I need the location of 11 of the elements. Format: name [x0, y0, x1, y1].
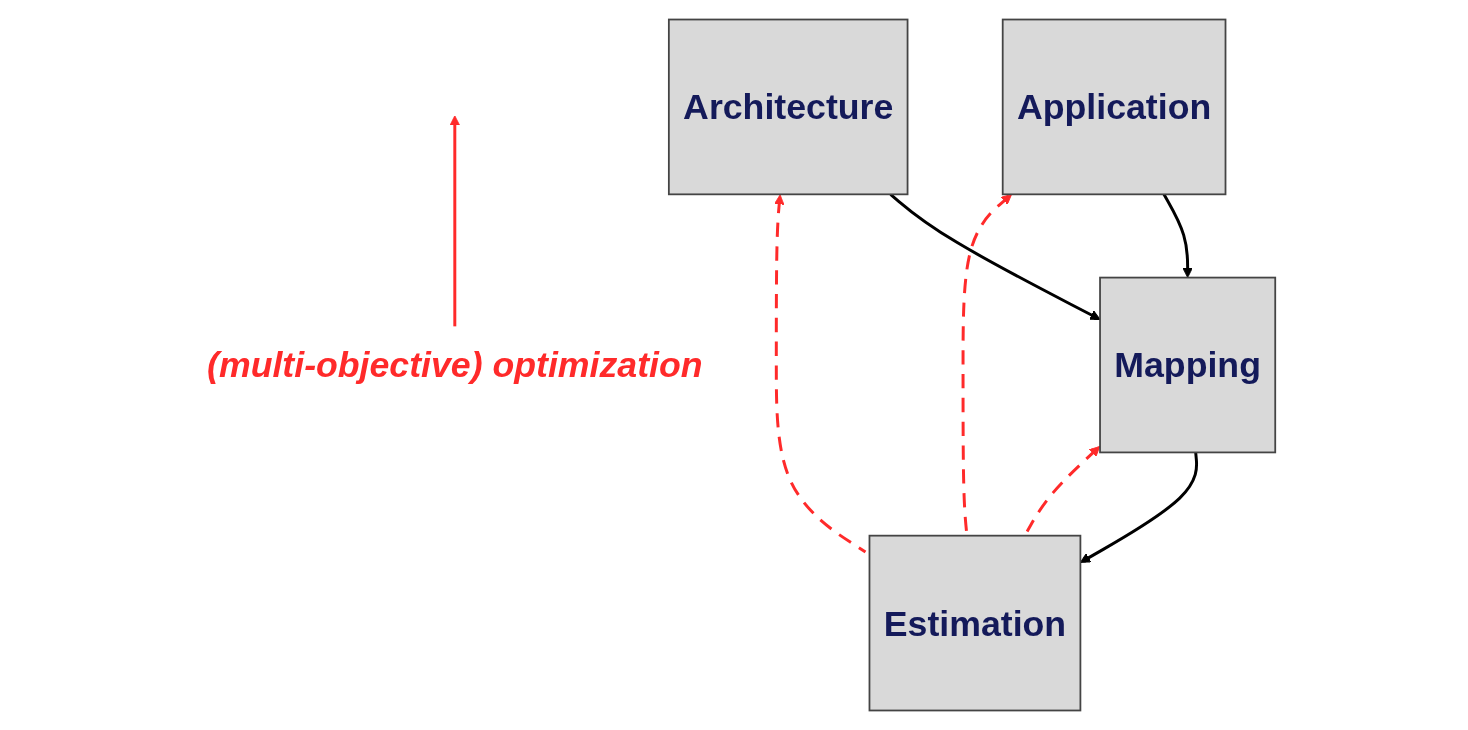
- process-box: Architecture: [667, 18, 909, 196]
- arrow: [1162, 193, 1193, 279]
- process-box: Mapping: [1099, 276, 1277, 454]
- dashed-arrow: [961, 194, 1012, 532]
- arrow: [889, 193, 1101, 320]
- arrow: [449, 115, 461, 327]
- process-box: Application: [1001, 18, 1227, 196]
- dashed-arrow: [774, 194, 867, 554]
- process-box: Estimation: [868, 534, 1082, 712]
- annotation-text: (multi-objective) optimization: [207, 345, 703, 385]
- dashed-arrow: [1025, 446, 1101, 533]
